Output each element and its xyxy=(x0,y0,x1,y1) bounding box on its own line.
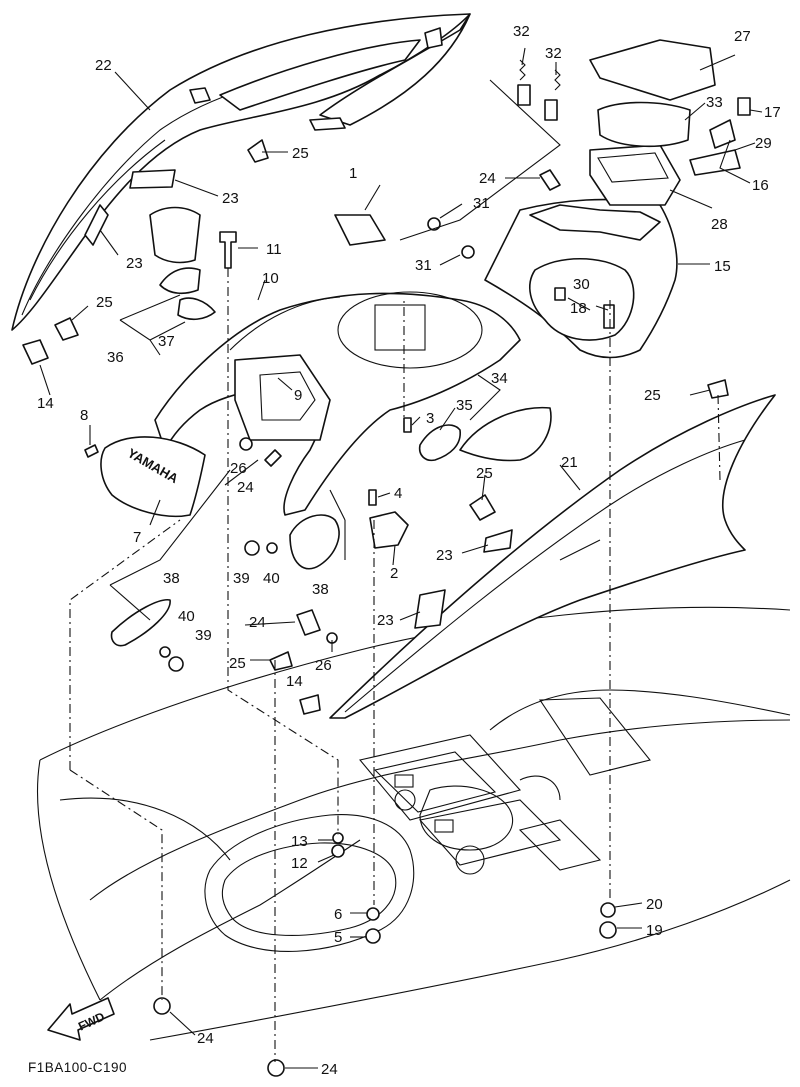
callout-label: 30 xyxy=(573,276,590,293)
callout-label: 31 xyxy=(473,195,490,212)
callout-label: 25 xyxy=(476,465,493,482)
callout-label: 16 xyxy=(752,177,769,194)
part-34-lens xyxy=(459,406,552,462)
callout-label: 25 xyxy=(292,145,309,162)
callout-label: 40 xyxy=(178,608,195,625)
callout-label: 13 xyxy=(291,833,308,850)
callout-label: 25 xyxy=(644,387,661,404)
springs xyxy=(519,59,561,91)
callout-label: 14 xyxy=(286,673,303,690)
alignment-lines xyxy=(69,268,721,1062)
callout-label: 24 xyxy=(321,1061,338,1078)
figure-caption: F1BA100-C190 xyxy=(28,1060,127,1075)
callout-label: 31 xyxy=(415,257,432,274)
callout-label: 39 xyxy=(233,570,250,587)
callout-label: 7 xyxy=(133,529,141,546)
leader-lines xyxy=(39,47,763,1069)
callout-label: 24 xyxy=(197,1030,214,1047)
callout-label: 25 xyxy=(96,294,113,311)
part-21-side-cover xyxy=(329,394,776,719)
callout-labels: 22 25 23 23 25 14 36 37 11 10 9 8 26 24 … xyxy=(37,23,781,1078)
callout-label: 20 xyxy=(646,896,663,913)
callout-label: 12 xyxy=(291,855,308,872)
part-27-lid xyxy=(589,39,716,101)
callout-label: 11 xyxy=(266,241,282,258)
callout-label: 35 xyxy=(456,397,473,414)
callout-label: 32 xyxy=(545,45,562,62)
small-parts xyxy=(22,84,741,1077)
callout-label: 26 xyxy=(230,460,247,477)
fwd-arrow: FWD xyxy=(47,997,115,1041)
callout-label: 23 xyxy=(436,547,453,564)
bolts xyxy=(84,97,751,636)
callout-label: 1 xyxy=(349,165,357,182)
callout-label: 21 xyxy=(561,454,578,471)
callout-label: 39 xyxy=(195,627,212,644)
callout-label: 40 xyxy=(263,570,280,587)
part-33-cover xyxy=(597,101,691,148)
callout-label: 37 xyxy=(158,333,175,350)
hull-deck xyxy=(36,606,791,1041)
callout-label: 29 xyxy=(755,135,772,152)
callout-label: 4 xyxy=(394,485,402,502)
callout-label: 18 xyxy=(570,300,587,317)
callout-label: 22 xyxy=(95,57,112,74)
callout-label: 23 xyxy=(377,612,394,629)
callout-label: 24 xyxy=(249,614,266,631)
callout-label: 26 xyxy=(315,657,332,674)
callout-label: 38 xyxy=(163,570,180,587)
part-10-seat-frame xyxy=(154,291,521,516)
callout-label: 34 xyxy=(491,370,508,387)
callout-label: 5 xyxy=(334,929,342,946)
callout-label: 23 xyxy=(222,190,239,207)
callout-label: 36 xyxy=(107,349,124,366)
callout-label: 9 xyxy=(294,387,302,404)
callout-label: 6 xyxy=(334,906,342,923)
callout-label: 3 xyxy=(426,410,434,427)
part-7-rear-plate: YAMAHA xyxy=(100,436,206,518)
callout-label: 24 xyxy=(479,170,496,187)
part-28-bin xyxy=(589,144,681,206)
callout-label: 33 xyxy=(706,94,723,111)
callout-label: 24 xyxy=(237,479,254,496)
callout-label: 2 xyxy=(390,565,398,582)
callout-label: 23 xyxy=(126,255,143,272)
callout-label: 17 xyxy=(764,104,781,121)
callout-label: 32 xyxy=(513,23,530,40)
part-22-side-cover xyxy=(11,13,471,331)
callout-label: 38 xyxy=(312,581,329,598)
callout-label: 28 xyxy=(711,216,728,233)
callout-label: 25 xyxy=(229,655,246,672)
callout-label: 19 xyxy=(646,922,663,939)
callout-label: 15 xyxy=(714,258,731,275)
callout-label: 8 xyxy=(80,407,88,424)
callout-label: 27 xyxy=(734,28,751,45)
callout-label: 10 xyxy=(262,270,279,287)
callout-label: 14 xyxy=(37,395,54,412)
